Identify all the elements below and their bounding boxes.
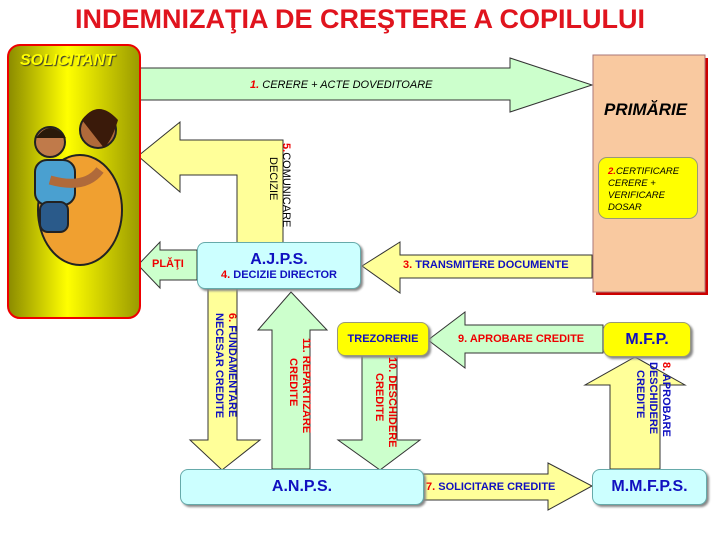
mfp-node: M.F.P. (603, 322, 691, 357)
ajps-label: A.J.P.S. (250, 250, 308, 268)
arrow-step5 (137, 120, 284, 244)
plati-label: PLĂŢI (152, 258, 184, 270)
arrow-step9 (427, 310, 604, 370)
step9-label: 9. APROBARE CREDITE (458, 333, 585, 345)
arrow-step1 (139, 57, 594, 113)
trezorerie-node: TREZORERIE (337, 322, 429, 356)
step4-label: 4. DECIZIE DIRECTOR (221, 268, 337, 281)
arrow-plati (137, 240, 198, 290)
arrow-step3 (361, 241, 593, 294)
arrow-step10 (336, 353, 422, 471)
step2-box: 2.CERTIFICARE CERERE + VERIFICARE DOSAR (598, 157, 698, 219)
primarie-label: PRIMĂRIE (604, 100, 688, 119)
anps-node: A.N.P.S. (180, 469, 424, 505)
mmfps-node: M.M.F.P.S. (592, 469, 707, 505)
mother-child-illustration (34, 109, 123, 266)
step3-label: 3. TRANSMITERE DOCUMENTE (403, 259, 569, 271)
arrow-step6 (188, 287, 262, 471)
ajps-node: A.J.P.S. 4. DECIZIE DIRECTOR (197, 242, 361, 289)
step1-label: 1. CERERE + ACTE DOVEDITOARE (250, 79, 433, 91)
step7-label: 7. SOLICITARE CREDITE (426, 481, 556, 493)
page-title: INDEMNIZAŢIA DE CREŞTERE A COPILULUI (74, 4, 645, 34)
arrow-step11 (256, 291, 329, 470)
arrow-step8 (583, 356, 687, 470)
solicitant-label: SOLICITANT (20, 52, 115, 69)
arrow-step7 (421, 462, 594, 511)
